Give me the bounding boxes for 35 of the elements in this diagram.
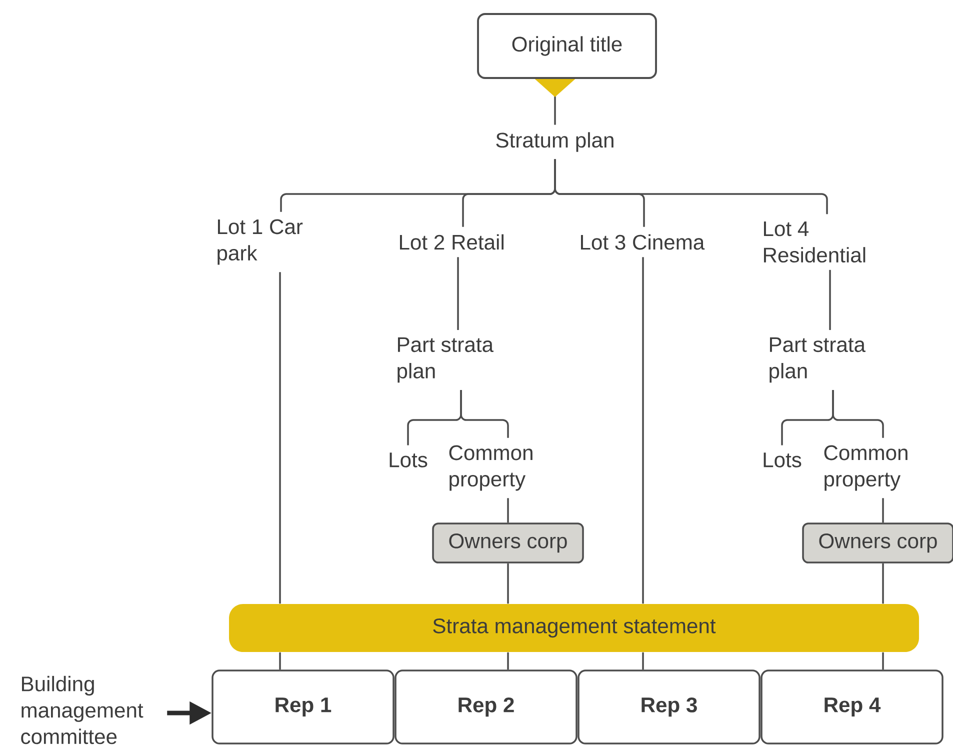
text-label: Part strata plan bbox=[770, 337, 866, 383]
connector-line bbox=[507, 498, 509, 523]
text-label: Stratum plan bbox=[496, 132, 614, 152]
text-label: Lots bbox=[764, 452, 802, 468]
connector-line bbox=[642, 652, 644, 670]
text-label: Lots bbox=[390, 452, 428, 468]
connector-line bbox=[882, 498, 884, 523]
connector-line bbox=[642, 257, 644, 604]
connector-line bbox=[279, 272, 281, 604]
connector-line bbox=[279, 652, 281, 670]
title-box: Original title bbox=[477, 13, 657, 79]
rep-box: Rep 2 bbox=[394, 670, 578, 744]
connector-line bbox=[829, 270, 831, 330]
text-label: Lot 2 Retail bbox=[400, 234, 504, 250]
connector-line bbox=[457, 257, 459, 330]
rep-box: Rep 1 bbox=[212, 670, 394, 744]
rep-box: Rep 4 bbox=[760, 670, 944, 744]
text-label: Lot 3 Cinema bbox=[581, 234, 705, 250]
connector-line bbox=[832, 390, 884, 438]
text-label: Common property bbox=[824, 445, 908, 491]
connector-line bbox=[460, 390, 509, 438]
text-label: Lot 4 Residential bbox=[764, 221, 866, 263]
text-label: Building management committee bbox=[21, 676, 144, 744]
connector-line bbox=[554, 159, 828, 214]
statement-bar: Strata management statement bbox=[229, 604, 920, 652]
owners-corp-box: Owners corp bbox=[432, 522, 584, 564]
rep-box: Rep 3 bbox=[578, 670, 760, 744]
text-label: Lot 1 Car park bbox=[218, 219, 303, 265]
connector-line bbox=[882, 652, 884, 670]
connector-line bbox=[507, 563, 509, 604]
connector-line bbox=[507, 652, 509, 670]
text-label: Part strata plan bbox=[398, 337, 494, 383]
owners-corp-box: Owners corp bbox=[802, 522, 953, 564]
text-label: Common property bbox=[449, 445, 532, 491]
connector-line bbox=[882, 563, 884, 604]
